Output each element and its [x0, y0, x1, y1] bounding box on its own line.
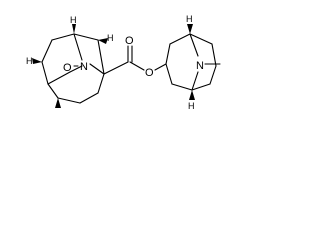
bond — [211, 43, 217, 67]
bond — [165, 63, 173, 85]
h-atom-label: H — [107, 33, 114, 43]
bond — [165, 43, 171, 65]
right-stereo-bonds — [187, 24, 195, 100]
wedge-bond — [72, 24, 76, 34]
bond — [57, 97, 81, 104]
bond — [97, 39, 105, 75]
wedge-bond — [32, 58, 42, 64]
chemical-structure: H H H O N O O H H N — [26, 14, 221, 111]
h-atom-label: H — [70, 15, 77, 25]
h-atom-label: H — [26, 56, 33, 66]
bond — [73, 33, 99, 41]
bond — [73, 33, 83, 61]
bond — [103, 61, 129, 75]
h-atom-label: H — [188, 101, 195, 111]
bond — [129, 61, 145, 71]
wedge-bond — [187, 24, 193, 34]
bond — [51, 33, 75, 41]
wedge-bond — [98, 38, 108, 44]
nitrogen-atom-label: N — [196, 60, 204, 72]
nitrogen-atom-label: N — [80, 61, 88, 73]
bond — [47, 71, 71, 85]
bond — [171, 83, 193, 91]
wedge-bond — [189, 90, 195, 100]
bond — [169, 33, 191, 45]
bond — [89, 63, 105, 75]
bond — [41, 61, 49, 85]
bond — [47, 83, 59, 99]
oxygen-atom-label: O — [125, 35, 134, 47]
bond — [189, 33, 213, 45]
bond — [97, 73, 105, 94]
wedge-bond — [55, 98, 61, 108]
left-bicyclic-fragment — [41, 33, 145, 104]
left-stereo-bonds — [32, 24, 108, 108]
h-atom-label: H — [186, 14, 193, 24]
oxygen-atom-label: O — [145, 67, 154, 79]
bond — [69, 65, 83, 73]
bond — [79, 92, 99, 104]
bond — [209, 65, 217, 85]
bond — [41, 39, 53, 63]
bond — [154, 63, 167, 71]
bond — [189, 33, 199, 57]
oxygen-atom-label: O — [63, 62, 72, 74]
right-tropane-fragment — [154, 33, 221, 91]
bond — [191, 83, 211, 91]
bond — [191, 71, 199, 91]
